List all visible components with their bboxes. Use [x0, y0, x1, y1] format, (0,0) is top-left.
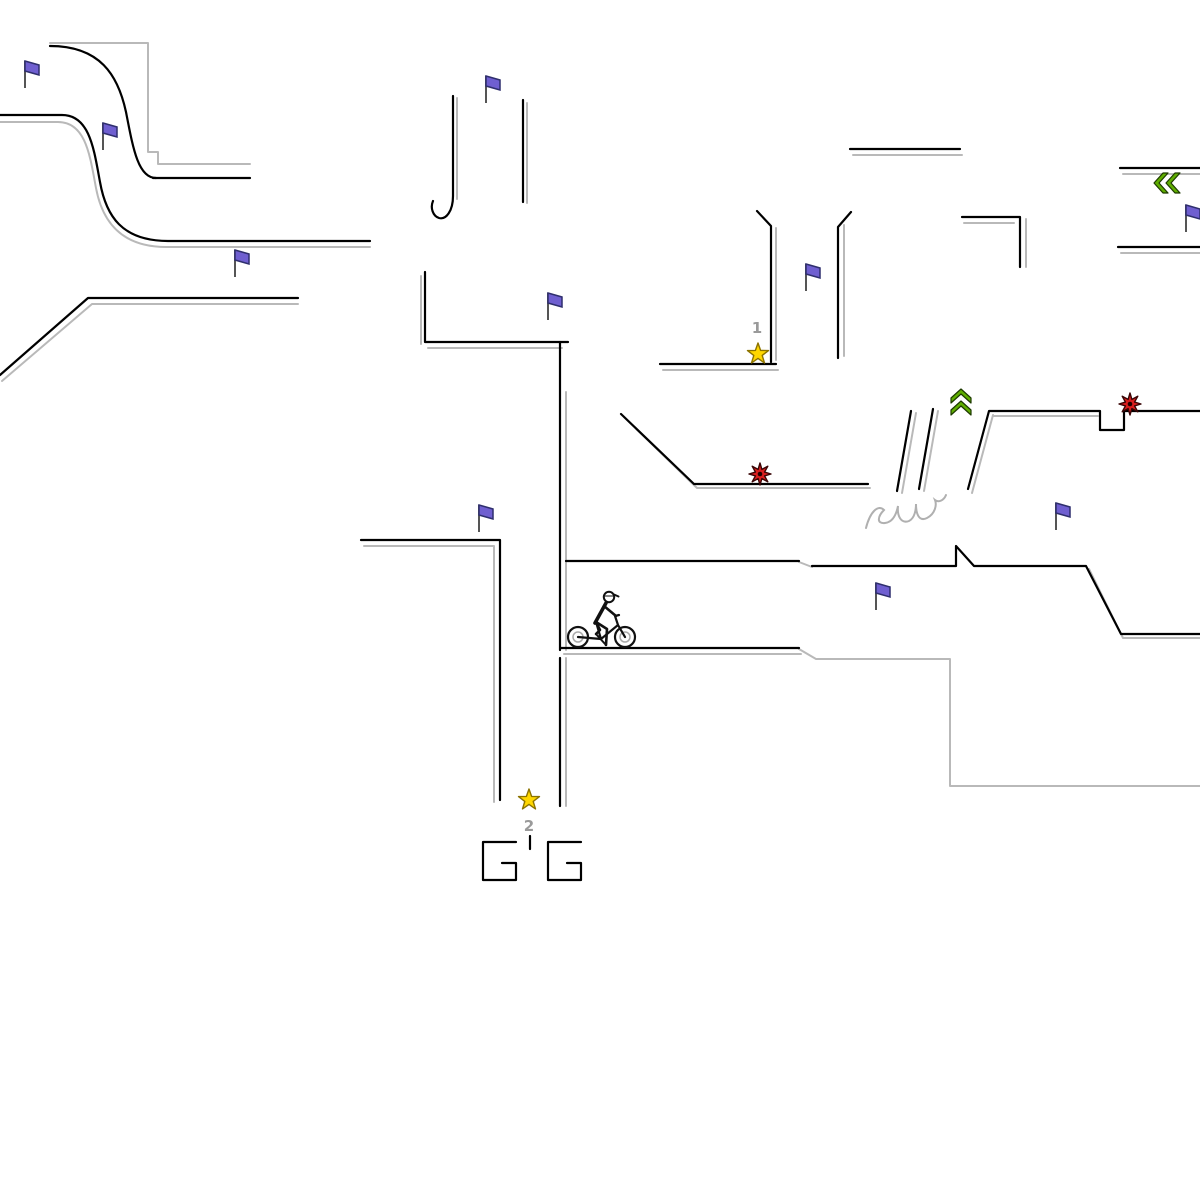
flag-pennant — [1055, 502, 1071, 518]
rider-arm — [602, 604, 618, 618]
star-shape — [517, 788, 541, 810]
flag-pennant — [102, 122, 118, 138]
flag-pennant — [485, 75, 501, 91]
checkpoint-flag — [234, 249, 250, 277]
wheel-hub — [619, 631, 631, 643]
checkpoint-flag — [875, 582, 891, 610]
track-line — [546, 840, 583, 882]
checkpoint-flag — [24, 60, 40, 88]
checkpoint-flag — [478, 504, 494, 532]
bike-rider — [566, 590, 637, 649]
mine — [1118, 392, 1142, 416]
checkpoint-flag — [102, 122, 118, 150]
checkpoint-flag — [1055, 502, 1071, 530]
track-line — [836, 210, 853, 360]
scenery-line — [901, 412, 917, 494]
star-label: 2 — [524, 817, 534, 835]
flag-pennant — [234, 249, 250, 265]
track-line — [48, 44, 158, 180]
rider-leg-front — [594, 620, 609, 647]
track-line — [917, 407, 935, 491]
goal-star: 2 — [517, 788, 541, 835]
flag-pennant — [805, 263, 821, 279]
scenery-line — [923, 410, 939, 492]
boost-arrow-left — [1153, 172, 1181, 194]
star-shape — [746, 342, 770, 364]
track-line — [481, 840, 518, 882]
track-line — [810, 544, 1200, 636]
track-line — [0, 113, 372, 243]
flag-pennant — [478, 504, 494, 520]
scenery-line — [798, 561, 813, 568]
boost-chevron — [950, 400, 972, 416]
mine-core — [1127, 401, 1133, 407]
boost-arrow-up — [950, 388, 972, 416]
track-line — [619, 412, 870, 486]
scenery-line — [0, 121, 371, 248]
track-line — [423, 270, 570, 344]
scenery-line — [798, 648, 1200, 787]
checkpoint-flag — [485, 75, 501, 103]
goal-star: 1 — [746, 319, 770, 364]
bike-wheel — [613, 625, 637, 649]
scenery-line — [1, 303, 299, 382]
scenery-line — [49, 42, 251, 165]
helmet-brim — [613, 593, 620, 598]
flag-pennant — [1185, 204, 1200, 220]
checkpoint-flag — [1185, 204, 1200, 232]
track-line — [895, 409, 913, 493]
rider-helmet — [603, 591, 615, 597]
checkpoint-flag — [805, 263, 821, 291]
mine-core — [757, 471, 763, 477]
track-line — [755, 209, 773, 364]
flag-pennant — [875, 582, 891, 598]
track-line — [0, 296, 300, 377]
flag-pennant — [24, 60, 40, 76]
boost-chevron — [1153, 172, 1169, 194]
mine — [748, 462, 772, 486]
track-line — [359, 538, 502, 802]
track-line — [430, 94, 455, 220]
flag-pennant — [547, 292, 563, 308]
checkpoint-flag — [547, 292, 563, 320]
rider-leg-back — [594, 620, 602, 636]
scenery-line — [971, 414, 994, 494]
boost-chevron — [1165, 172, 1181, 194]
boost-chevron — [950, 388, 972, 404]
track-line — [960, 215, 1022, 269]
scenery-line — [363, 545, 495, 803]
star-label: 1 — [752, 319, 762, 337]
track-line — [966, 409, 1200, 491]
bike-crank — [595, 633, 607, 646]
scribble-doodle — [865, 494, 947, 529]
